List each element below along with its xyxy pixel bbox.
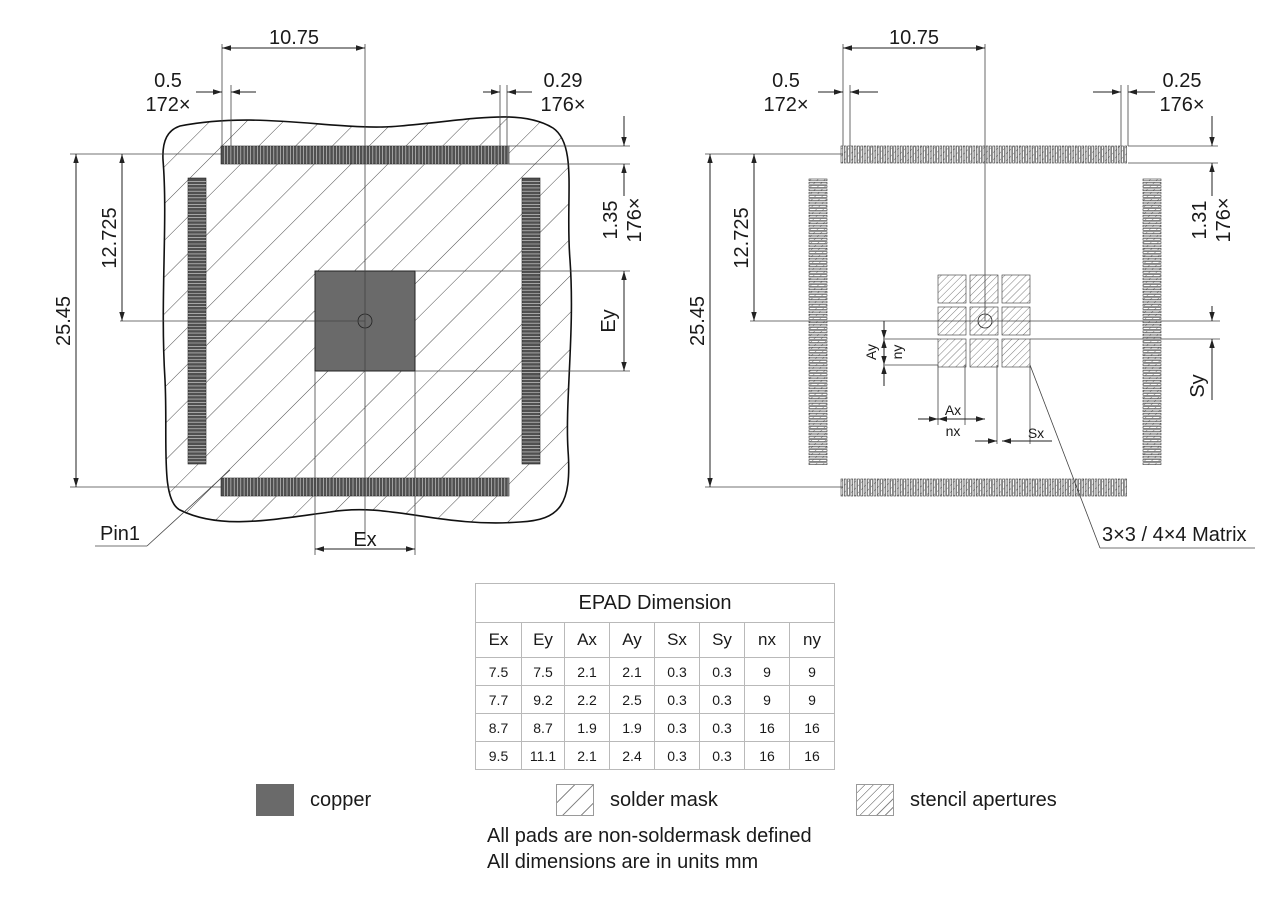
dim-pad-length-right: 1.31 [1189,201,1211,240]
epad-dimension-table: EPAD Dimension Ex Ey Ax Ay Sx Sy nx ny 7… [475,583,835,770]
dim-full-height-right: 25.45 [687,296,709,346]
table-cell: 2.1 [564,657,610,686]
table-cell: 0.3 [654,741,700,770]
table-cell: 2.1 [609,657,655,686]
table-cell: 9.5 [475,741,522,770]
dim-pad-length-count: 176× [624,197,646,242]
table-cell: 9 [744,657,790,686]
copper-swatch [256,784,294,816]
dim-pitch-count-right: 176× [1159,94,1204,116]
table-cell: 8.7 [475,713,522,742]
table-cell: 16 [744,741,790,770]
table-cell: 7.7 [475,685,522,714]
left-view: 10.75 0.5 172× 0.29 176× 12.725 25.45 1.… [53,27,646,555]
dim-sx: Sx [1028,425,1044,441]
table-cell: 9 [789,657,835,686]
table-row: 9.5 11.1 2.1 2.4 0.3 0.3 16 16 [475,741,835,770]
table-cell: 7.5 [475,657,522,686]
dim-full-height: 25.45 [53,296,75,346]
dim-pitch-count: 176× [540,94,585,116]
stencil-row-top [840,145,1127,164]
dim-top-span: 10.75 [269,27,319,49]
table-cell: 0.3 [654,657,700,686]
dim-half-height-right: 12.725 [731,207,753,268]
table-cell: 0.3 [654,685,700,714]
dim-pad-length: 1.35 [600,201,622,240]
col-header-ax: Ax [564,622,610,658]
dim-ey: Ey [598,309,620,332]
dim-nx: nx [946,423,961,439]
col-header-sx: Sx [654,622,700,658]
table-cell: 2.2 [564,685,610,714]
table-cell: 2.5 [609,685,655,714]
legend-copper-label: copper [310,788,372,811]
solder-mask-swatch [556,784,594,816]
pin-row-right [521,177,541,465]
legend-stencil-label: stencil apertures [910,788,1057,811]
table-header-row: Ex Ey Ax Ay Sx Sy nx ny [475,622,835,658]
table-cell: 7.5 [521,657,565,686]
table-cell: 16 [789,713,835,742]
legend-solder-mask: solder mask [556,784,718,816]
table-cell: 16 [789,741,835,770]
dim-pad-width: 0.5 [154,70,182,92]
col-header-ny: ny [789,622,835,658]
dim-pad-width-count-right: 172× [763,94,808,116]
table-title-row: EPAD Dimension [475,583,835,623]
stencil-row-bottom [840,478,1127,497]
pin-row-left [187,177,207,465]
dim-pad-length-count-right: 176× [1213,197,1235,242]
legend-stencil: stencil apertures [856,784,1057,816]
stencil-row-left [808,178,828,465]
col-header-ey: Ey [521,622,565,658]
col-header-sy: Sy [699,622,745,658]
dim-pitch: 0.29 [544,70,583,92]
legend-copper: copper [256,784,371,816]
table-cell: 11.1 [521,741,565,770]
table-cell: 2.1 [564,741,610,770]
right-view: 10.75 0.5 172× 0.25 176× 12.725 25.45 1.… [687,27,1255,549]
table-row: 8.7 8.7 1.9 1.9 0.3 0.3 16 16 [475,713,835,742]
dim-half-height: 12.725 [99,207,121,268]
dim-ny: ny [889,345,905,360]
table-cell: 0.3 [699,685,745,714]
dim-ax: Ax [945,402,961,418]
dim-ex: Ex [353,529,376,551]
table-row: 7.5 7.5 2.1 2.1 0.3 0.3 9 9 [475,657,835,686]
col-header-ay: Ay [609,622,655,658]
table-cell: 8.7 [521,713,565,742]
table-cell: 1.9 [609,713,655,742]
table-cell: 0.3 [654,713,700,742]
note-units: All dimensions are in units mm [487,851,759,873]
note-nsmd: All pads are non-soldermask defined [487,825,812,847]
dim-pad-width-right: 0.5 [772,70,800,92]
dim-ay: Ay [863,344,879,360]
col-header-nx: nx [744,622,790,658]
table-cell: 9 [744,685,790,714]
table-cell: 2.4 [609,741,655,770]
table-cell: 9 [789,685,835,714]
col-header-ex: Ex [475,622,522,658]
table-cell: 9.2 [521,685,565,714]
table-cell: 0.3 [699,657,745,686]
legend-solder-mask-label: solder mask [610,788,718,811]
dim-pitch-right: 0.25 [1163,70,1202,92]
table-row: 7.7 9.2 2.2 2.5 0.3 0.3 9 9 [475,685,835,714]
dim-pad-width-count: 172× [145,94,190,116]
table-cell: 16 [744,713,790,742]
stencil-swatch [856,784,894,816]
matrix-label: 3×3 / 4×4 Matrix [1102,524,1247,546]
table-cell: 0.3 [699,713,745,742]
pin1-label: Pin1 [100,523,140,545]
table-cell: 1.9 [564,713,610,742]
stencil-row-right [1142,178,1162,465]
table-title: EPAD Dimension [475,583,835,623]
dim-sy: Sy [1187,374,1209,397]
table-cell: 0.3 [699,741,745,770]
dim-top-span-right: 10.75 [889,27,939,49]
